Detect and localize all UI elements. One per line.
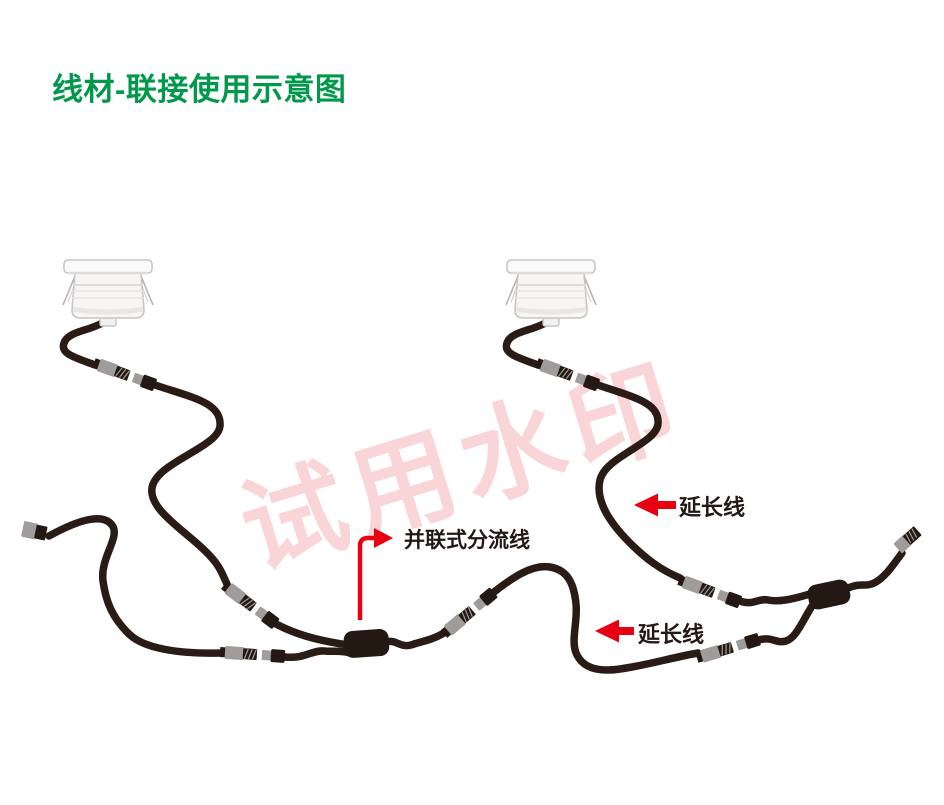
left-arrow-icon <box>634 493 676 517</box>
cable-connector-pair <box>439 586 499 640</box>
cable-left-splitter-out <box>382 629 448 650</box>
cable-lamp1-drop <box>59 318 108 369</box>
recessed-light-icon <box>504 258 598 328</box>
cable-extension-bottom <box>490 562 702 674</box>
cable-connector-pair <box>534 356 601 392</box>
cable-into-right-splitter-up <box>736 590 814 607</box>
splitter-box-right <box>807 579 851 610</box>
cable-connector-pair <box>218 644 286 664</box>
cable-end-connector <box>21 520 48 542</box>
bent-pointer-arrow-icon <box>357 528 393 620</box>
cable-connector-pair <box>676 573 743 609</box>
cable-lamp2-drop <box>502 318 551 369</box>
cable-feed-left-2 <box>281 647 354 662</box>
cable-right-splitter-out <box>844 549 906 592</box>
recessed-light-icon <box>61 258 155 328</box>
extension-cable-label: 延长线 <box>679 495 746 520</box>
cable-into-left-splitter <box>272 620 352 649</box>
cable-connector-pair <box>694 632 762 665</box>
cable-network <box>45 318 906 674</box>
cable-connector-pair <box>91 356 158 392</box>
extension-cable-label: 延长线 <box>638 622 705 647</box>
cable-feed-left <box>45 514 225 657</box>
page-title: 线材-联接使用示意图 <box>52 72 347 107</box>
splitter-box-left <box>343 629 390 658</box>
left-arrow-icon <box>595 619 634 643</box>
cable-lamp2-extension <box>594 381 684 582</box>
cable-end-connector <box>892 525 923 555</box>
parallel-splitter-label: 并联式分流线 <box>404 529 530 552</box>
annotation-arrows <box>357 493 676 643</box>
cable-connector-pair <box>219 579 281 630</box>
cable-lamp1-extension <box>148 381 231 588</box>
cable-into-right-splitter-low <box>755 602 816 646</box>
